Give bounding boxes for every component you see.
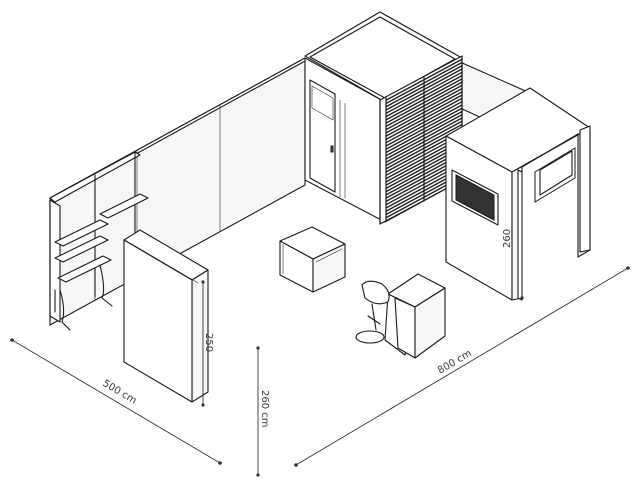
shelf-3 [57,255,112,283]
slat-wall [379,55,463,225]
dimension-wall-height: 260 cm [256,346,270,477]
partition-panel [123,229,209,403]
dimension-room-height: 260 [502,172,524,300]
meeting-room [445,87,591,301]
room-height-label: 260 [502,229,513,248]
cube-seat [279,226,346,293]
door-handle-icon [330,145,334,153]
shelf-1 [54,219,109,247]
shelving-unit [49,151,149,331]
shelf-2 [54,235,109,263]
wall-height-label: 260 cm [259,390,270,428]
chair [355,280,390,344]
shelf-upper [99,193,149,219]
dimension-partition-height: 250 [201,280,214,407]
counter-desk [384,273,446,359]
partition-height-label: 250 [203,333,214,352]
width-label: 500 cm [100,378,138,407]
dimension-length: 800 cm [294,266,630,467]
